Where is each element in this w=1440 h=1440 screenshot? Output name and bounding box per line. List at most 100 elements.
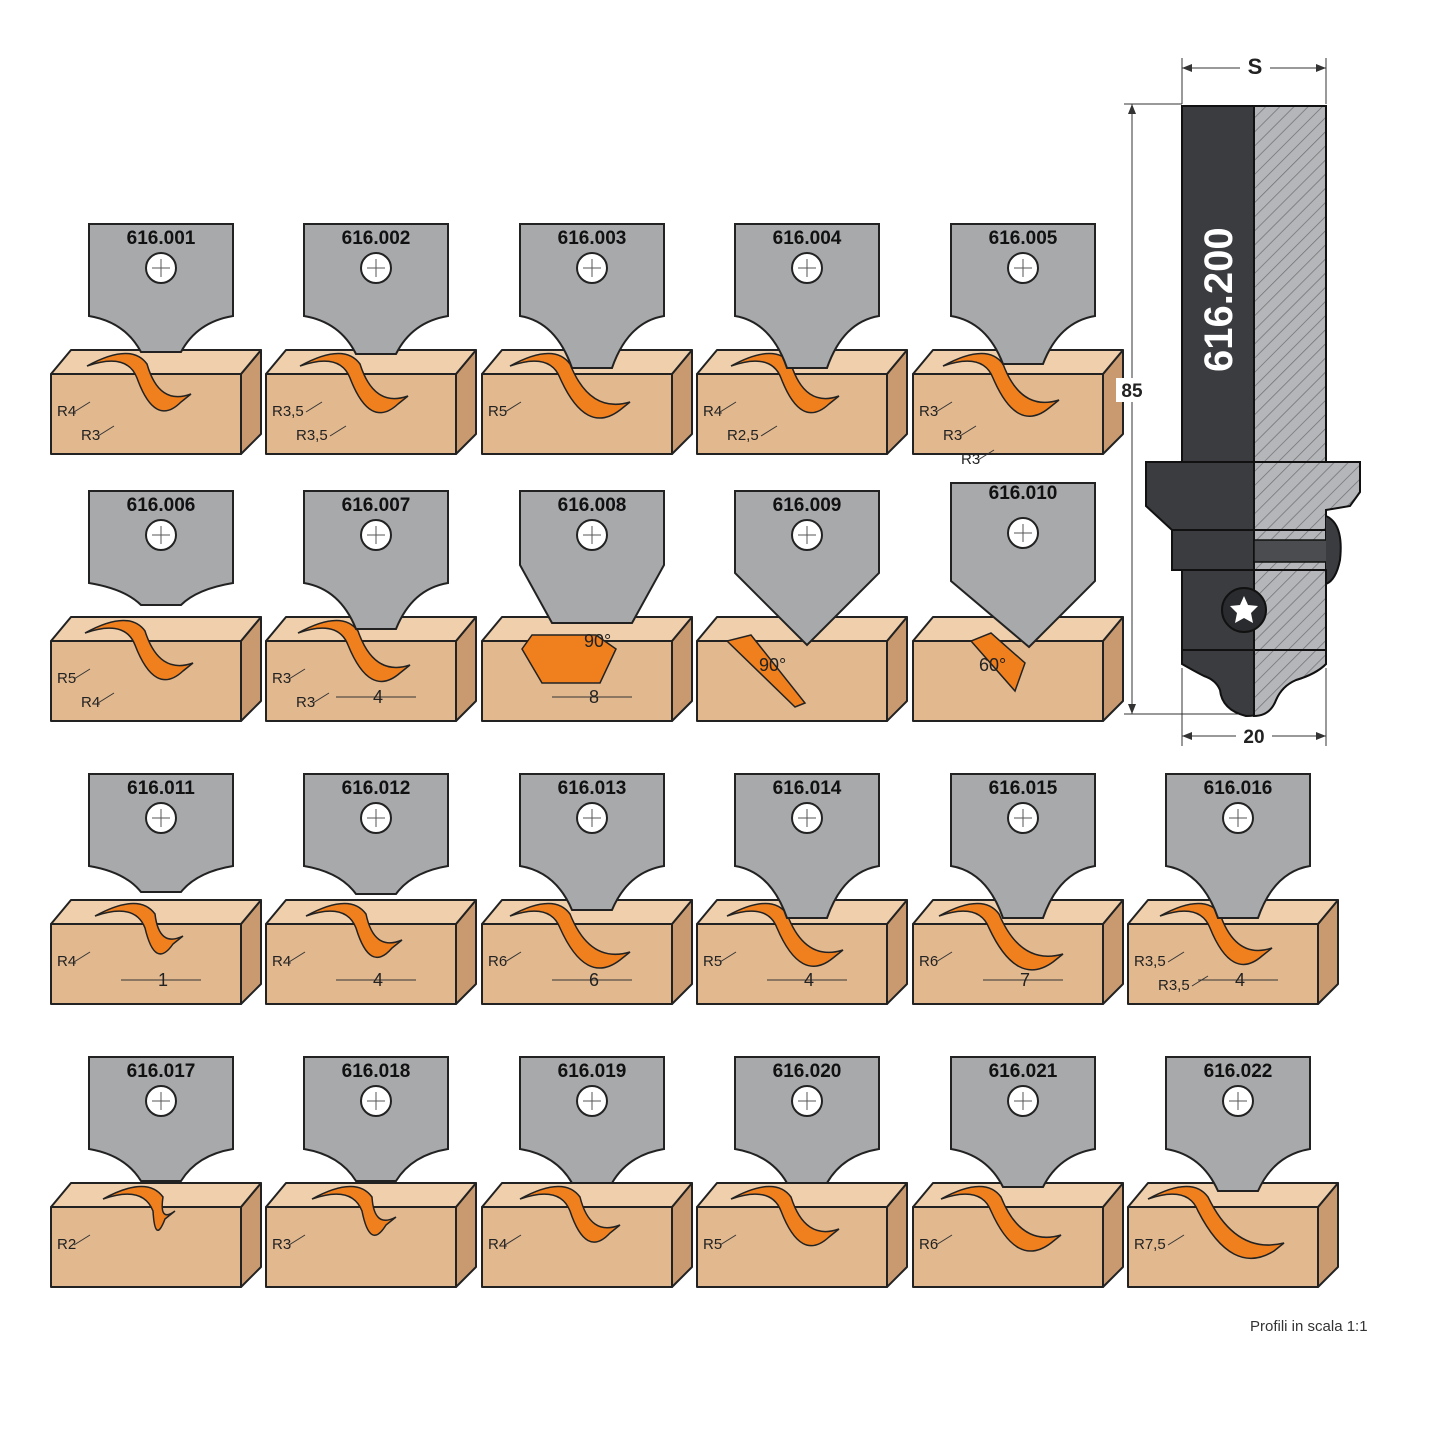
block-front	[696, 640, 888, 722]
profile-code: 616.016	[1204, 778, 1273, 799]
profile-code: 616.022	[1204, 1061, 1273, 1082]
block-front	[50, 923, 242, 1005]
cut-profile	[509, 352, 631, 419]
cutter-plate	[88, 223, 234, 353]
profile-code: 616.003	[558, 228, 627, 249]
profile-code: 616.011	[127, 778, 195, 799]
cut-profile	[311, 1185, 397, 1236]
radius-label: R3	[296, 694, 315, 711]
cut-profile	[940, 1185, 1062, 1252]
dimension-label: 6	[589, 970, 599, 990]
profile-code: 616.021	[989, 1061, 1058, 1082]
footer-note: Profili in scala 1:1	[1250, 1318, 1368, 1335]
cutter-plate	[734, 1056, 880, 1184]
profile-code: 616.004	[773, 228, 842, 249]
cut-profile	[299, 352, 409, 414]
cutter-plate	[950, 1056, 1096, 1188]
cut-profile	[1147, 1185, 1285, 1260]
profile-code: 616.006	[127, 495, 196, 516]
angle-label: 90°	[584, 631, 611, 651]
cutter-plate	[1165, 773, 1311, 919]
profile-code: 616.001	[127, 228, 196, 249]
profile-code: 616.005	[989, 228, 1058, 249]
radius-label: R6	[919, 1236, 938, 1253]
radius-label: R3,5	[272, 403, 304, 420]
cutter-plate	[519, 773, 665, 911]
cut-profile	[730, 352, 840, 414]
cutter-plate	[519, 223, 665, 369]
radius-label: R3	[919, 403, 938, 420]
radius-label: R4	[57, 953, 76, 970]
radius-label: R5	[703, 953, 722, 970]
cutter-plate	[950, 223, 1096, 365]
cut-profile	[86, 352, 192, 412]
angle-label: 90°	[759, 655, 786, 675]
profile-code: 616.015	[989, 778, 1058, 799]
cut-profile	[969, 632, 1026, 693]
cut-profile	[725, 634, 807, 708]
block-top	[50, 616, 262, 642]
dimension-label: 4	[373, 687, 383, 707]
dim-length-label: 85	[1121, 381, 1143, 402]
cut-profile	[521, 634, 617, 684]
cut-profile	[938, 902, 1064, 971]
cutter-plate	[303, 490, 449, 630]
block-top	[481, 1182, 693, 1208]
block-top	[50, 349, 262, 375]
radius-label: R3	[272, 1236, 291, 1253]
radius-label: R3	[81, 427, 100, 444]
radius-label: R3	[961, 451, 980, 468]
radius-label: R3	[943, 427, 962, 444]
cutter-plate	[950, 773, 1096, 919]
cutter-plate	[303, 223, 449, 355]
dimension-label: 4	[1235, 970, 1245, 990]
profile-code: 616.009	[773, 495, 842, 516]
cut-profile	[519, 1185, 621, 1243]
radius-label: R5	[703, 1236, 722, 1253]
cut-profile	[726, 902, 844, 967]
radius-label: R2	[57, 1236, 76, 1253]
angle-label: 60°	[979, 655, 1006, 675]
cut-profile	[1159, 902, 1273, 966]
dim-diameter-label: 20	[1243, 727, 1264, 748]
cutter-plate	[734, 773, 880, 919]
radius-label: R5	[57, 670, 76, 687]
block-front	[265, 1206, 457, 1288]
profile-grid: 616.001R4R3616.002R3,5R3,5616.003R5616.0…	[50, 223, 1339, 1288]
block-front	[912, 373, 1104, 455]
profile-code: 616.014	[773, 778, 842, 799]
radius-label: R4	[81, 694, 100, 711]
block-front	[50, 1206, 242, 1288]
radius-label: R5	[488, 403, 507, 420]
cutter-plate	[734, 223, 880, 369]
cut-profile	[730, 1185, 840, 1247]
profile-code: 616.007	[342, 495, 411, 516]
cut-profile	[94, 902, 184, 955]
radius-label: R7,5	[1134, 1236, 1166, 1253]
profile-code: 616.017	[127, 1061, 196, 1082]
cut-profile	[942, 352, 1060, 417]
radius-label: R3,5	[1158, 977, 1190, 994]
radius-label: R3,5	[296, 427, 328, 444]
cutter-plate	[1165, 1056, 1311, 1192]
radius-label: R6	[488, 953, 507, 970]
radius-label: R4	[488, 1236, 507, 1253]
radius-label: R4	[272, 953, 291, 970]
cut-profile	[102, 1185, 176, 1231]
